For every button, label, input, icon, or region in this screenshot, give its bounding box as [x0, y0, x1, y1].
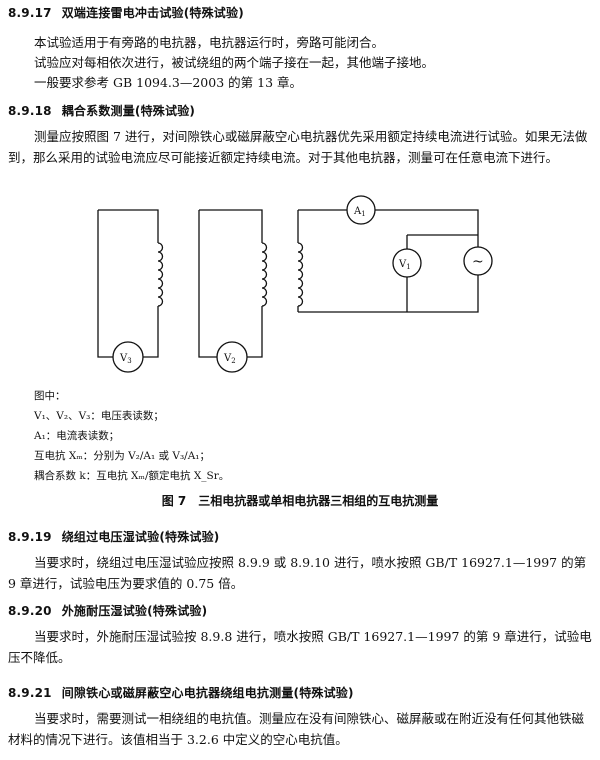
legend-item: 耦合系数 k：互电抗 Xₘ/额定电抗 X_Sr。 [34, 470, 230, 482]
figure-7-circuit-diagram: V3 V2 A1 V1 ~ [97, 195, 493, 373]
paragraph-line: 本试验适用于有旁路的电抗器，电抗器运行时，旁路可能闭合。 [34, 35, 385, 50]
paragraph: 当要求时，外施耐压湿试验按 8.9.8 进行，喷水按照 GB/T 16927.1… [8, 626, 592, 668]
section-title: 耦合系数测量(特殊试验) [61, 104, 196, 118]
section-title: 外施耐压湿试验(特殊试验) [61, 604, 208, 618]
section-title: 间隙铁心或磁屏蔽空心电抗器绕组电抗测量(特殊试验) [61, 686, 354, 700]
paragraph-text: 测量应按照图 7 进行，对间隙铁心或磁屏蔽空心电抗器优先采用额定持续电流进行试验… [8, 129, 588, 165]
section-heading-8-9-18: 8.9.18 耦合系数测量(特殊试验) [8, 102, 195, 119]
paragraph: 测量应按照图 7 进行，对间隙铁心或磁屏蔽空心电抗器优先采用额定持续电流进行试验… [8, 126, 592, 168]
a1-meter-label: A1 [353, 206, 366, 218]
paragraph-text: 当要求时，绕组过电压湿试验应按照 8.9.9 或 8.9.10 进行，喷水按照 … [8, 555, 587, 591]
v2-meter-label: V2 [223, 353, 236, 365]
legend-item: 互电抗 Xₘ：分别为 V₂/A₁ 或 V₃/A₁； [34, 450, 211, 462]
section-title: 绕组过电压湿试验(特殊试验) [61, 530, 220, 544]
section-title: 双端连接雷电冲击试验(特殊试验) [61, 6, 244, 20]
section-number: 8.9.18 [8, 104, 52, 118]
section-number: 8.9.21 [8, 686, 52, 700]
legend-item: V₁、V₂、V₃：电压表读数； [34, 410, 164, 422]
legend-item: A₁：电流表读数； [34, 430, 120, 442]
section-heading-8-9-17: 8.9.17 双端连接雷电冲击试验(特殊试验) [8, 4, 244, 21]
v1-meter-label: V1 [398, 259, 411, 271]
paragraph-line: 一般要求参考 GB 1094.3—2003 的第 13 章。 [34, 75, 302, 90]
section-heading-8-9-20: 8.9.20 外施耐压湿试验(特殊试验) [8, 602, 207, 619]
paragraph-text: 当要求时，需要测试一相绕组的电抗值。测量应在没有间隙铁心、磁屏蔽或在附近没有任何… [8, 711, 585, 747]
figure-caption: 图 7 三相电抗器或单相电抗器三相组的互电抗测量 [161, 494, 439, 508]
section-number: 8.9.17 [8, 6, 52, 20]
paragraph-line: 试验应对每相依次进行，被试绕组的两个端子接在一起，其他端子接地。 [34, 55, 435, 70]
section-number: 8.9.19 [8, 530, 52, 544]
v3-meter-label: V3 [119, 353, 132, 365]
ac-source-symbol: ~ [472, 254, 484, 270]
paragraph: 当要求时，需要测试一相绕组的电抗值。测量应在没有间隙铁心、磁屏蔽或在附近没有任何… [8, 708, 592, 750]
section-heading-8-9-19: 8.9.19 绕组过电压湿试验(特殊试验) [8, 528, 220, 545]
section-heading-8-9-21: 8.9.21 间隙铁心或磁屏蔽空心电抗器绕组电抗测量(特殊试验) [8, 684, 354, 701]
legend-title: 图中： [34, 390, 66, 402]
paragraph: 当要求时，绕组过电压湿试验应按照 8.9.9 或 8.9.10 进行，喷水按照 … [8, 552, 592, 594]
paragraph-text: 当要求时，外施耐压湿试验按 8.9.8 进行，喷水按照 GB/T 16927.1… [8, 629, 592, 665]
section-number: 8.9.20 [8, 604, 52, 618]
